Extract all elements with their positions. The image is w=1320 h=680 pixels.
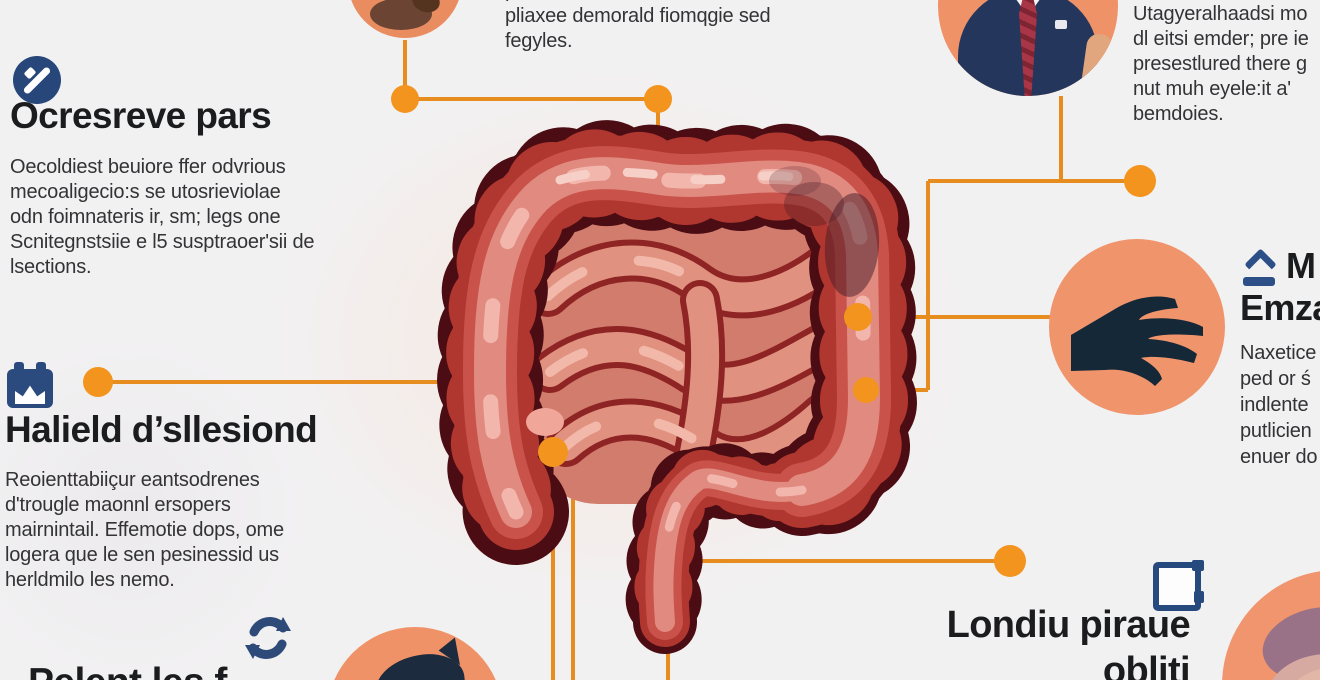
section-title-bottom-right: Londiu piraue obliti: [946, 604, 1191, 680]
section-body-top-right: Utagyeralhaadsi mo dl eitsi emder; pre i…: [1133, 3, 1309, 125]
caption-top-center: proilon nonlerolee dnabe ta lis pliaxee …: [505, 0, 771, 52]
connector-dots: [83, 85, 1156, 577]
prohibition-icon: [13, 56, 61, 104]
giving-hand-icon: [1071, 296, 1203, 386]
section-body-top-left: Oecoldiest beuiore ffer odvrious mecoali…: [10, 156, 315, 278]
upload-icon: [1242, 248, 1277, 286]
giving-hand-circle: [1049, 239, 1225, 415]
colon-lesion-patch: [769, 166, 880, 297]
section-body-mid-left: Reoienttabiiçur eantsodrenes d'trougle m…: [5, 469, 284, 591]
section-title-top-left: Ocresreve pars: [10, 95, 272, 136]
section-title-mid-right-line1: M: [1286, 245, 1316, 286]
calendar-icon: [7, 362, 53, 408]
section-body-mid-right: Naxetice ped or ś indlente putlicien enu…: [1240, 342, 1318, 468]
doctor-avatar-circle: [938, 0, 1118, 96]
section-title-mid-left: Halield d’sllesiond: [5, 409, 318, 450]
refresh-icon: [243, 613, 293, 663]
avatar-tie: [1019, 0, 1037, 96]
section-title-mid-right-line2: Emza: [1240, 287, 1320, 328]
section-title-bottom-left: Pelent les f: [28, 661, 227, 680]
avatar-badge: [1055, 20, 1067, 29]
square-checkbox-icon: [1153, 560, 1204, 611]
